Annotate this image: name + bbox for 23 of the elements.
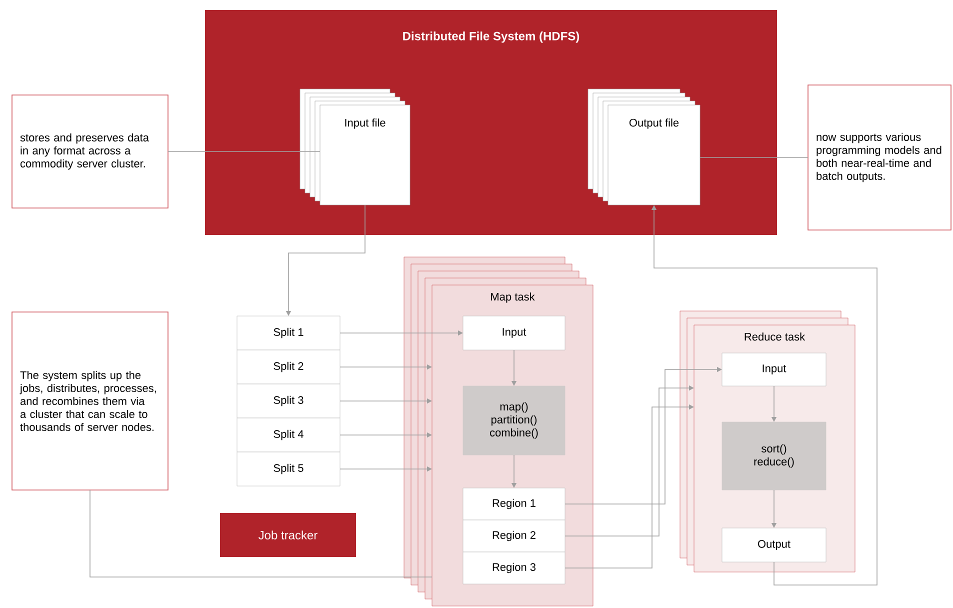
connector-line: [90, 490, 432, 578]
process-box: Input: [722, 352, 826, 386]
connector-line: [168, 151, 320, 152]
tracker-box: Job tracker: [220, 513, 356, 557]
function-box: sort() reduce(): [722, 422, 826, 490]
process-box: Output: [722, 528, 826, 562]
process-box: Split 3: [236, 384, 340, 418]
callout-box: The system splits up the jobs, distributes, processes, and recombines them via a cluster that can scale to thousands of server nodes.: [12, 312, 168, 490]
callout-box: stores and preserves data in any format across a commodity server cluster.: [12, 94, 168, 208]
process-box: Region 1: [462, 488, 566, 520]
process-box: Split 1: [236, 316, 340, 350]
file-stack: Input file: [300, 88, 410, 206]
process-box: Input: [462, 316, 566, 350]
function-box: map() partition() combine(): [462, 386, 566, 456]
process-box: Region 2: [462, 520, 566, 552]
process-box: Split 4: [236, 418, 340, 452]
process-box: Split 2: [236, 350, 340, 384]
file-stack: Output file: [588, 88, 700, 206]
callout-box: now supports various programming models and both near-real-time and batch outputs.: [808, 84, 952, 230]
connector-line: [700, 157, 808, 158]
arrow: [564, 366, 722, 504]
process-box: Split 5: [236, 452, 340, 486]
process-box: Region 3: [462, 552, 566, 584]
